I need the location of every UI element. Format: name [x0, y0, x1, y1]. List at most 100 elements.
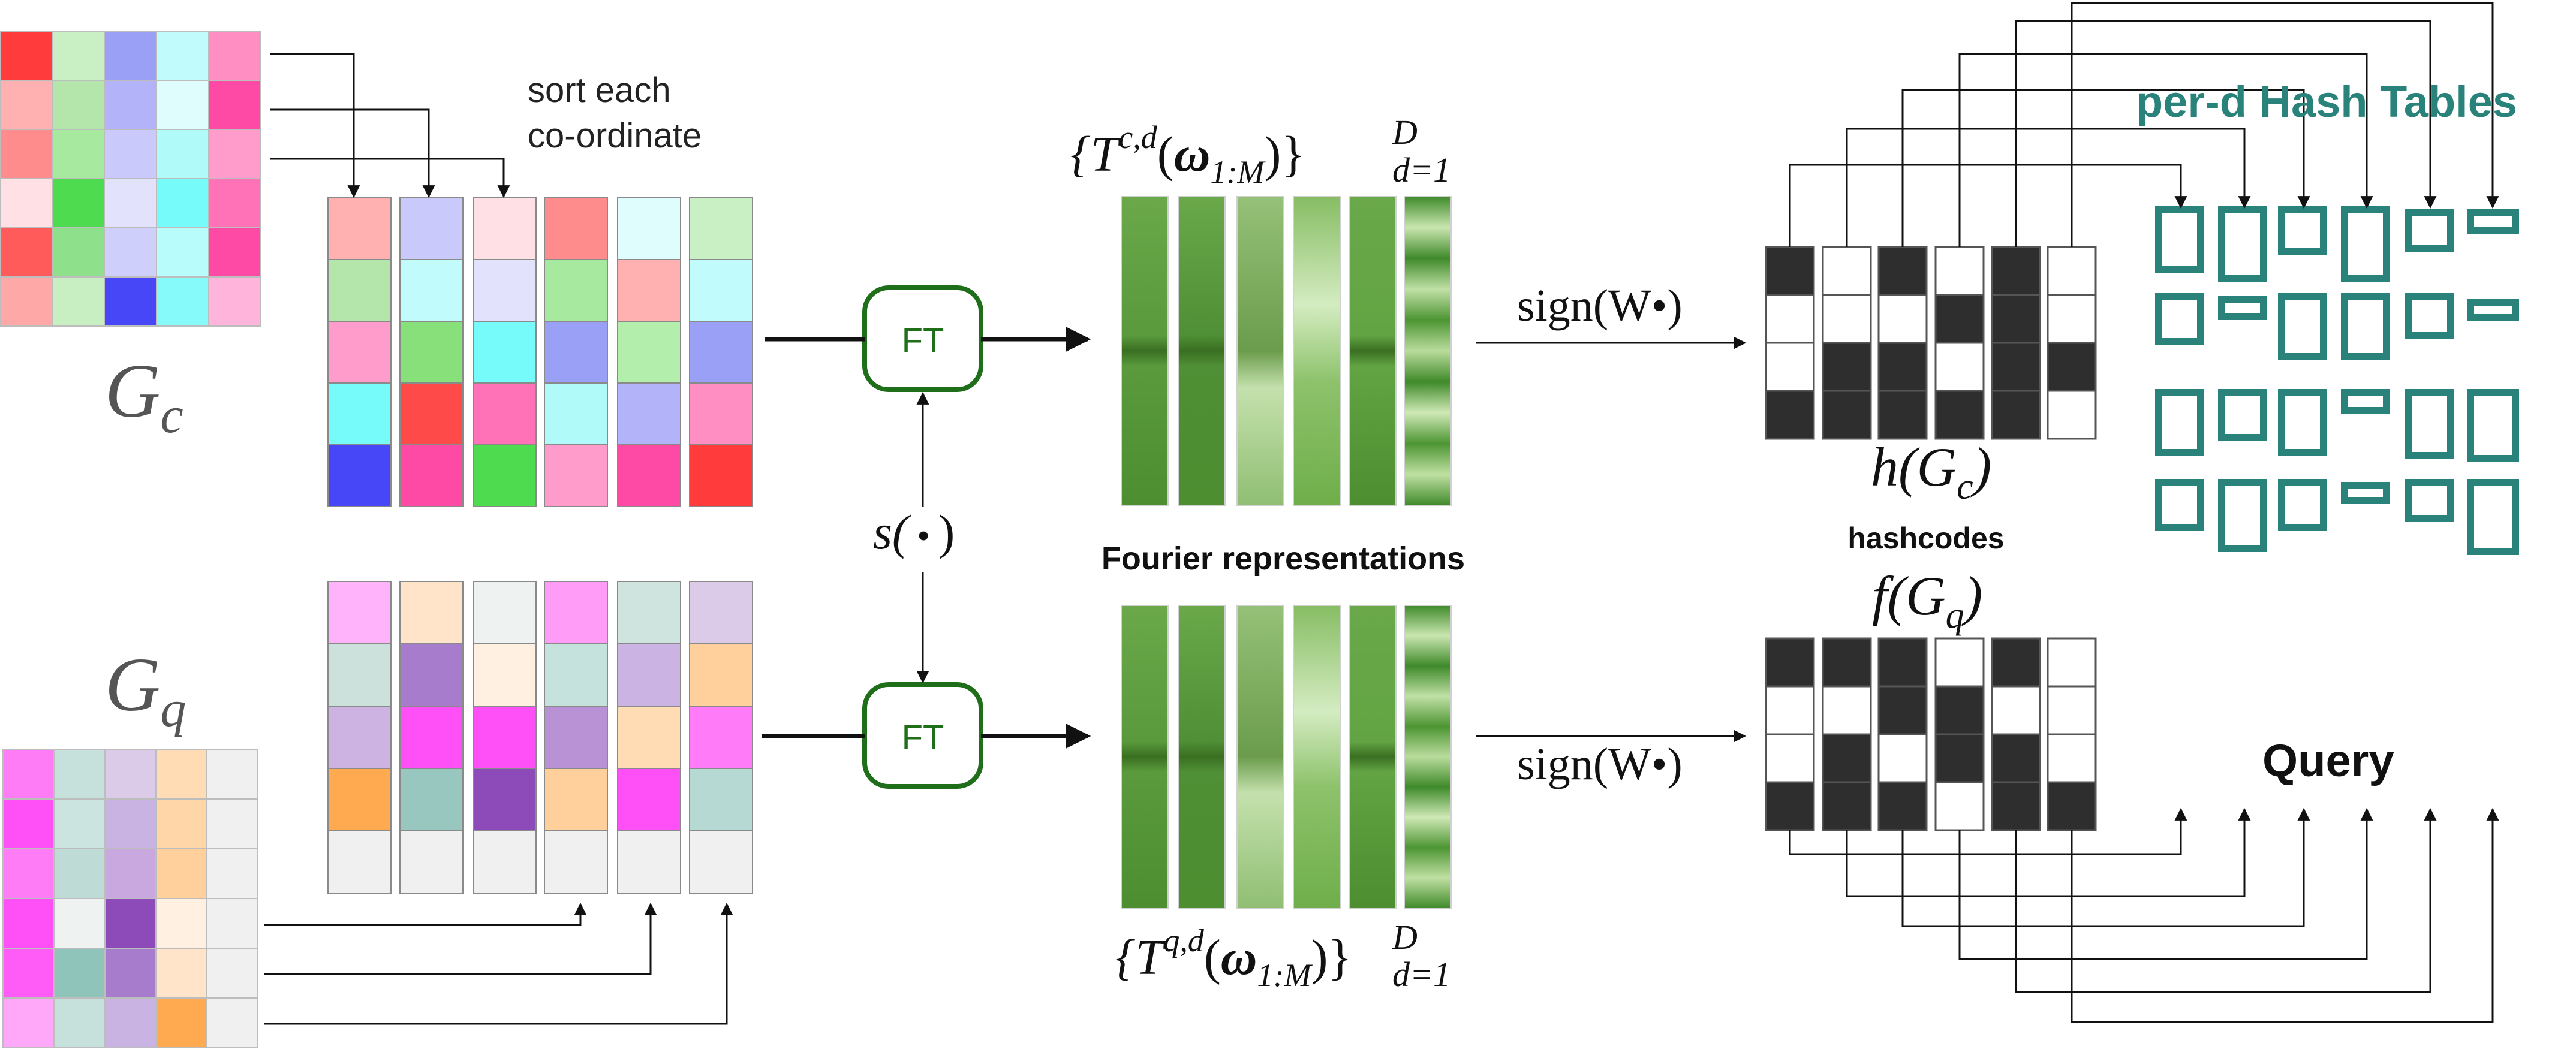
hash-cell-top	[1991, 390, 2041, 440]
gc-sorted-cell	[473, 444, 537, 507]
hash-cell-top	[2047, 390, 2097, 440]
gc-sorted-cell	[399, 259, 464, 322]
gc-sorted-cell	[617, 259, 681, 322]
hash-cell-top	[2047, 294, 2097, 344]
hash-cell-bottom	[2047, 781, 2097, 831]
gc-label: Gc	[105, 348, 183, 444]
gq-sorted-cell	[689, 643, 753, 707]
query-connector	[2015, 807, 2437, 993]
hash-cell-bottom	[1765, 733, 1815, 783]
gc-sorted-cell	[544, 444, 608, 507]
hash-cell-top	[1877, 390, 1928, 440]
query-connector	[1846, 807, 2251, 897]
gc-cell	[104, 227, 157, 278]
hash-tables-label: per-d Hash Tables	[2136, 77, 2517, 126]
hash-cell-bottom	[1991, 781, 2041, 831]
hash-cell-bottom	[1991, 733, 2041, 783]
gq-cell	[206, 749, 258, 800]
gc-cell	[156, 129, 209, 179]
gc-cell	[0, 227, 53, 278]
fourier-bar	[1121, 605, 1169, 909]
sort-arrows-top	[270, 53, 510, 198]
gq-sorted-cell	[473, 768, 537, 831]
fourier-bar	[1349, 196, 1397, 506]
gc-sorted-cell	[327, 321, 392, 384]
hash-cell-bottom	[1991, 685, 2041, 735]
gc-cell	[156, 31, 209, 81]
gq-sorted-cell	[473, 643, 537, 707]
gc-sorted-cell	[473, 382, 537, 445]
s-function-label: s(•)	[873, 505, 955, 559]
hash-cell-top	[1877, 246, 1928, 296]
gq-sorted-cell	[327, 830, 392, 894]
gc-sorted-matrix	[327, 197, 753, 507]
fourier-bar	[1236, 196, 1284, 506]
gc-cell	[52, 31, 105, 81]
hash-table-bucket	[2405, 479, 2454, 522]
hash-cell-bottom	[1934, 781, 1985, 831]
sign-arrows	[1476, 336, 1747, 743]
hash-table-bucket	[2467, 299, 2519, 321]
tc-formula: {Tc,d(ω1:M)}	[1070, 119, 1305, 190]
gq-cell	[206, 997, 258, 1048]
hash-cell-bottom	[1822, 733, 1872, 783]
gc-sorted-cell	[473, 321, 537, 384]
gc-cell	[104, 129, 157, 179]
gc-sorted-cell	[689, 259, 753, 322]
hash-cell-bottom	[2047, 637, 2097, 688]
gq-cell	[206, 948, 258, 999]
gq-cell	[53, 798, 106, 849]
gq-sorted-cell	[327, 768, 392, 831]
query-label: Query	[2262, 735, 2394, 786]
hash-cell-bottom	[2047, 685, 2097, 735]
gc-sorted-cell	[689, 382, 753, 445]
hashcodes-label: hashcodes	[1847, 522, 2004, 555]
f-gq-label: f(Gq)	[1872, 565, 1982, 636]
hash-cell-top	[1822, 342, 1872, 392]
gq-sorted-cell	[327, 706, 392, 769]
hash-cell-bottom	[1822, 637, 1872, 688]
hash-cell-top	[1765, 390, 1815, 440]
hash-cell-bottom	[1877, 637, 1928, 688]
hash-cell-top	[1877, 342, 1928, 392]
hash-table-bucket	[2467, 209, 2519, 234]
gc-sorted-cell	[399, 197, 464, 260]
h-gc-label: h(Gc)	[1871, 436, 1991, 507]
gq-sorted-cell	[473, 581, 537, 644]
fourier-bar	[1236, 605, 1284, 909]
gq-sorted-cell	[544, 768, 608, 831]
gc-sorted-cell	[689, 321, 753, 384]
fourier-bar	[1293, 605, 1341, 909]
hash-table-bucket	[2218, 479, 2267, 552]
fourier-bar	[1178, 605, 1226, 909]
hash-table-bucket	[2218, 206, 2267, 282]
hash-cell-top	[1934, 246, 1985, 296]
gq-sorted-matrix	[327, 581, 753, 894]
gc-sorted-cell	[617, 197, 681, 260]
gq-sorted-cell	[399, 830, 464, 894]
gc-sorted-cell	[399, 321, 464, 384]
gc-sorted-cell	[473, 259, 537, 322]
hash-cell-bottom	[1934, 637, 1985, 688]
hash-connector	[1789, 164, 2187, 247]
gc-cell	[0, 31, 53, 81]
gq-sorted-cell	[399, 768, 464, 831]
gc-cell	[0, 276, 53, 327]
fourier-bar	[1404, 605, 1452, 909]
gq-cell	[104, 798, 157, 849]
hash-cell-top	[1991, 246, 2041, 296]
gq-sorted-cell	[399, 706, 464, 769]
gq-sorted-cell	[617, 706, 681, 769]
hash-cell-top	[1822, 294, 1872, 344]
tc-small-d: d=1	[1392, 150, 1450, 189]
hash-cell-bottom	[1822, 781, 1872, 831]
ft-label-bottom: FT	[902, 718, 944, 757]
gq-cell	[155, 749, 207, 800]
hash-table-bucket	[2278, 293, 2327, 360]
hash-cell-bottom	[2047, 733, 2097, 783]
gq-cell	[155, 798, 207, 849]
gq-cell	[206, 798, 258, 849]
gq-cell	[53, 898, 106, 949]
hash-connector	[2015, 20, 2437, 247]
hash-table-bucket	[2155, 389, 2204, 456]
